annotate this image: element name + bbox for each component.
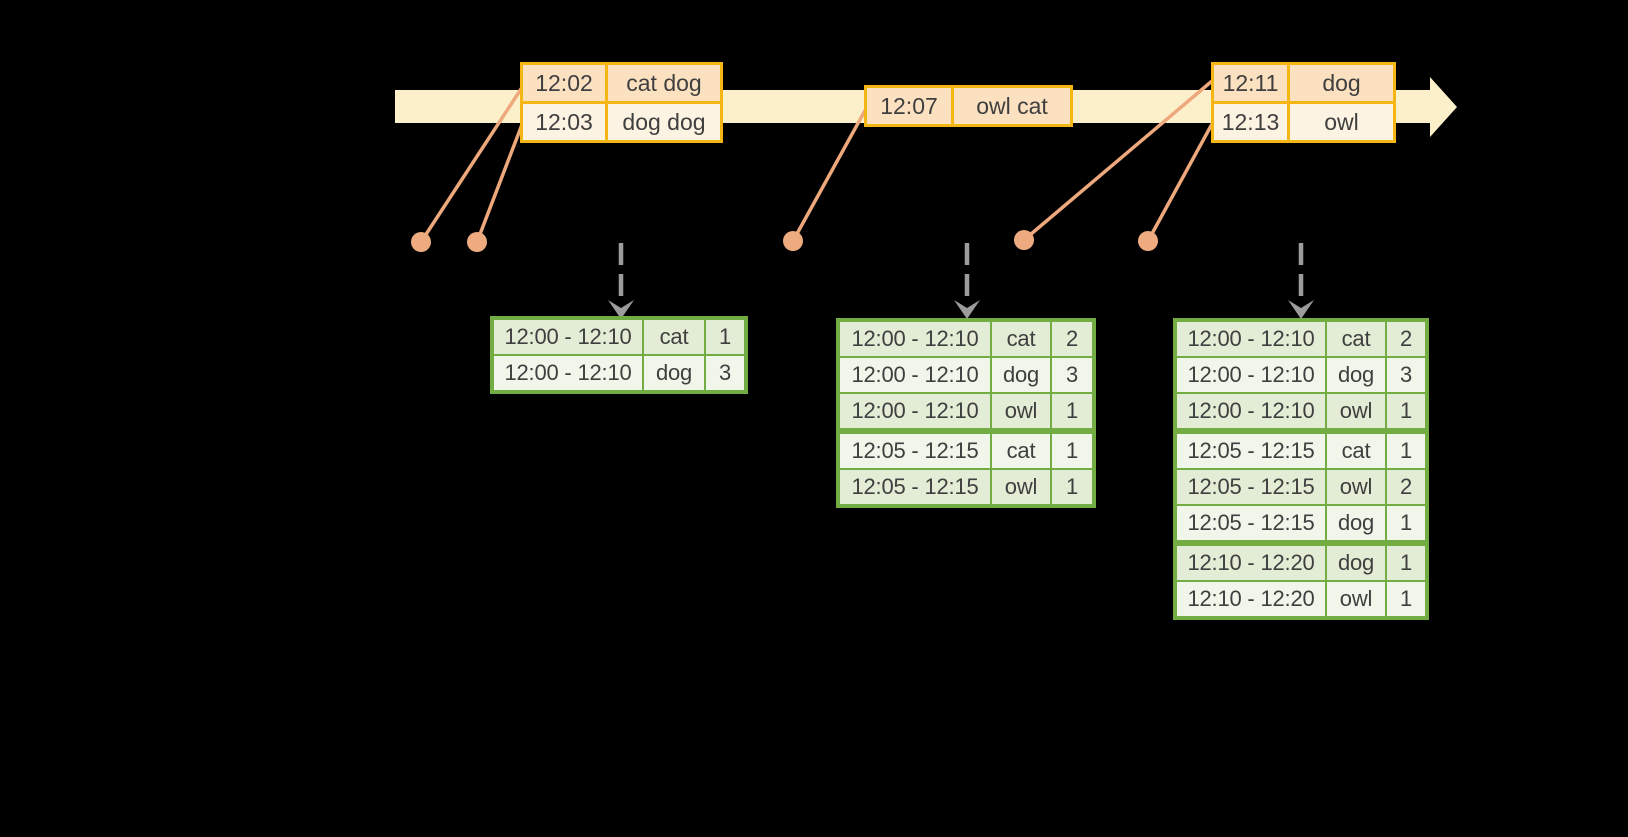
result-window-cell: 12:00 - 12:10 [494,320,642,354]
trigger-arrow-1 [608,243,634,319]
event-dot-1207 [783,231,803,251]
result-word-cell: dog [1327,506,1385,540]
connector-line-1203 [475,121,525,243]
result-word-cell: owl [992,470,1050,504]
result-window-cell: 12:10 - 12:20 [1177,582,1325,616]
event-words-cell: dog dog [608,104,720,140]
event-time-cell: 12:07 [867,88,951,124]
result-window-cell: 12:00 - 12:10 [1177,322,1325,356]
connector-line-1202 [419,85,525,243]
result-word-cell: dog [644,356,704,390]
result-count-cell: 1 [1387,582,1425,616]
result-window-cell: 12:00 - 12:10 [494,356,642,390]
result-table-1: 12:00 - 12:10 cat 1 12:00 - 12:10 dog 3 [490,316,748,394]
window-group-separator [1177,542,1425,544]
result-window-cell: 12:00 - 12:10 [840,394,990,428]
result-word-cell: dog [1327,546,1385,580]
result-window-cell: 12:05 - 12:15 [840,434,990,468]
result-word-cell: cat [1327,434,1385,468]
result-count-cell: 3 [706,356,744,390]
result-window-cell: 12:00 - 12:10 [840,322,990,356]
result-window-cell: 12:00 - 12:10 [840,358,990,392]
result-word-cell: dog [1327,358,1385,392]
event-time-cell: 12:11 [1214,65,1287,101]
result-count-cell: 2 [1387,470,1425,504]
trigger-arrow-2 [954,243,980,319]
result-word-cell: cat [1327,322,1385,356]
result-count-cell: 1 [1052,394,1092,428]
result-word-cell: cat [992,322,1050,356]
event-table-3: 12:11 dog 12:13 owl [1211,62,1396,143]
connector-lines [419,79,1214,243]
result-window-cell: 12:05 - 12:15 [840,470,990,504]
event-words-cell: owl cat [954,88,1070,124]
result-count-cell: 1 [1387,506,1425,540]
window-group-separator [1177,430,1425,432]
result-word-cell: owl [1327,582,1385,616]
result-count-cell: 1 [1387,394,1425,428]
event-time-cell: 12:03 [523,104,605,140]
result-window-cell: 12:05 - 12:15 [1177,434,1325,468]
result-word-cell: owl [1327,394,1385,428]
result-count-cell: 1 [1387,434,1425,468]
result-count-cell: 3 [1387,358,1425,392]
result-word-cell: dog [992,358,1050,392]
result-window-cell: 12:00 - 12:10 [1177,358,1325,392]
result-count-cell: 1 [1387,546,1425,580]
result-window-cell: 12:05 - 12:15 [1177,470,1325,504]
connector-line-1213 [1146,123,1214,242]
result-count-cell: 1 [1052,434,1092,468]
event-table-1: 12:02 cat dog 12:03 dog dog [520,62,723,143]
result-word-cell: owl [992,394,1050,428]
result-count-cell: 1 [706,320,744,354]
connector-line-1207 [791,106,869,242]
event-dot-1203 [467,232,487,252]
result-word-cell: cat [644,320,704,354]
event-dot-1213 [1138,231,1158,251]
event-words-cell: cat dog [608,65,720,101]
result-count-cell: 3 [1052,358,1092,392]
result-count-cell: 1 [1052,470,1092,504]
result-word-cell: owl [1327,470,1385,504]
event-dot-1202 [411,232,431,252]
result-table-2: 12:00 - 12:10 cat 2 12:00 - 12:10 dog 3 … [836,318,1096,508]
result-word-cell: cat [992,434,1050,468]
event-time-cell: 12:02 [523,65,605,101]
result-count-cell: 2 [1387,322,1425,356]
result-table-3: 12:00 - 12:10 cat 2 12:00 - 12:10 dog 3 … [1173,318,1429,620]
result-count-cell: 2 [1052,322,1092,356]
event-dot-1211 [1014,230,1034,250]
event-table-2: 12:07 owl cat [864,85,1073,127]
event-dots [411,230,1158,252]
trigger-arrow-3 [1288,243,1314,319]
result-window-cell: 12:10 - 12:20 [1177,546,1325,580]
result-window-cell: 12:05 - 12:15 [1177,506,1325,540]
connector-line-1211 [1022,79,1214,242]
result-window-cell: 12:00 - 12:10 [1177,394,1325,428]
event-words-cell: owl [1290,104,1393,140]
event-words-cell: dog [1290,65,1393,101]
event-time-cell: 12:13 [1214,104,1287,140]
window-group-separator [840,430,1092,432]
